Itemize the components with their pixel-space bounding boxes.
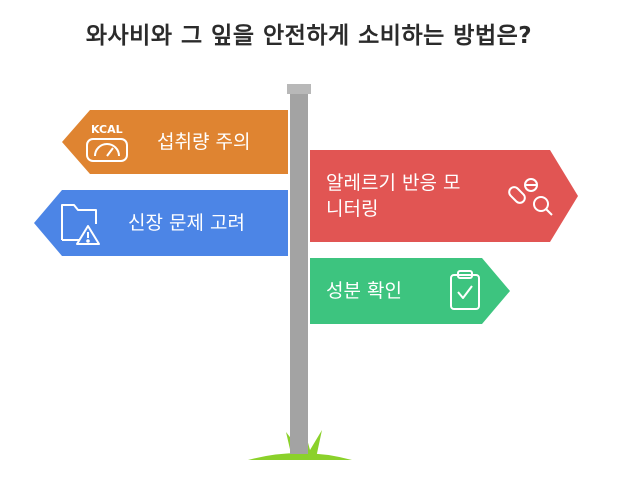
sign-label-ingredient-check: 성분 확인 [326, 280, 402, 302]
svg-text:KCAL: KCAL [91, 123, 123, 136]
sign-kidney-consideration [34, 190, 288, 256]
folder-warning-icon [61, 204, 100, 245]
sign-label-intake-caution: 섭취량 주의 [157, 131, 251, 153]
pole-cap [287, 84, 311, 94]
clipboard-check-icon [450, 270, 480, 310]
pole [290, 92, 308, 454]
sign-intake-caution [62, 110, 288, 174]
sign-label-kidney-consideration: 신장 문제 고려 [128, 212, 245, 234]
sign-label-allergy-monitoring-line2: 니터링 [326, 198, 379, 220]
pills-magnifier-icon [508, 178, 553, 216]
sign-label-allergy-monitoring-line1: 알레르기 반응 모 [326, 172, 461, 194]
kcal-scale-icon: KCAL [86, 123, 128, 162]
sign-allergy-monitoring [310, 150, 578, 242]
page-title: 와사비와 그 잎을 안전하게 소비하는 방법은? [85, 23, 533, 49]
